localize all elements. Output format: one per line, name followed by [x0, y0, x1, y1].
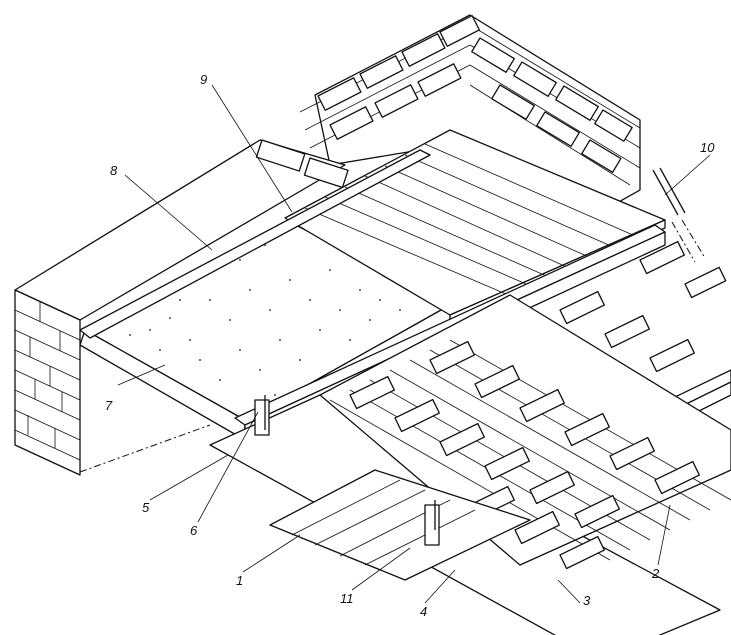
pipe — [652, 167, 706, 263]
lower-floor-structure — [209, 240, 731, 635]
label-3: 3 — [583, 593, 591, 608]
label-9: 9 — [200, 72, 207, 87]
axis-line — [79, 424, 211, 473]
leader-lines — [117, 84, 711, 604]
label-11: 11 — [340, 591, 354, 606]
label-4: 4 — [420, 604, 427, 619]
callout-labels: 9 8 10 7 5 6 1 11 4 3 2 — [105, 72, 715, 619]
label-7: 7 — [105, 398, 113, 413]
label-1: 1 — [236, 573, 243, 588]
label-6: 6 — [190, 523, 198, 538]
label-5: 5 — [142, 500, 150, 515]
label-8: 8 — [110, 163, 118, 178]
label-10: 10 — [700, 140, 715, 155]
left-brick-wall — [14, 139, 349, 476]
label-2: 2 — [651, 566, 660, 581]
